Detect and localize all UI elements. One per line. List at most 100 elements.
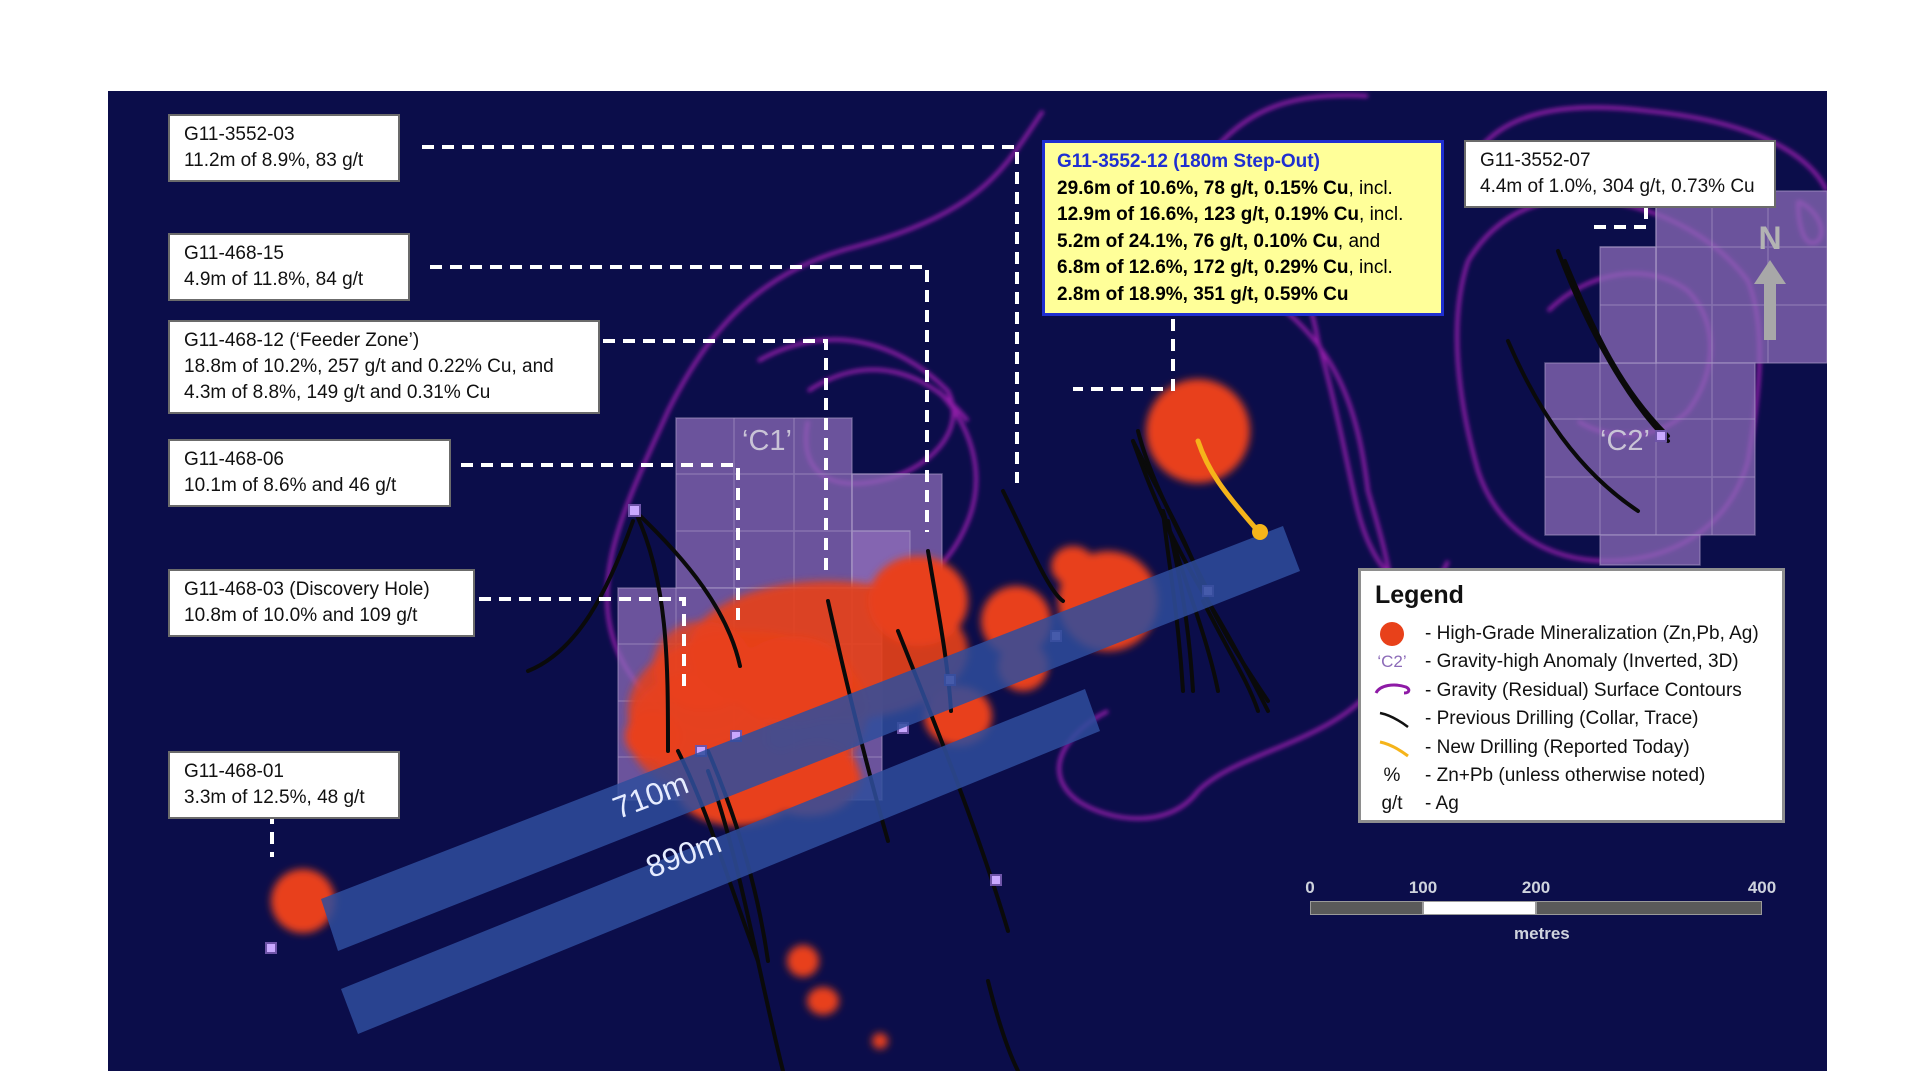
band-890m <box>341 689 1100 1034</box>
highlight-row-rest: , incl. <box>1348 177 1393 199</box>
drill-trace <box>1563 259 1670 438</box>
legend-text: - High-Grade Mineralization (Zn,Pb, Ag) <box>1425 623 1759 644</box>
callout-g11-468-01: G11-468-01 3.3m of 12.5%, 48 g/t <box>168 751 400 819</box>
mineralization-icon <box>1367 620 1417 648</box>
callout-intercept: 4.9m of 11.8%, 84 g/t <box>184 269 364 290</box>
highlight-row-bold: 29.6m of 10.6%, 78 g/t, 0.15% Cu <box>1057 177 1349 199</box>
callout-intercept: 18.8m of 10.2%, 257 g/t and 0.22% Cu, an… <box>184 356 554 377</box>
scale-tick: 200 <box>1521 878 1551 897</box>
leader-g11-468-12 <box>583 339 828 575</box>
leader-lines <box>270 145 1648 857</box>
highlight-row-bold: 5.2m of 24.1%, 76 g/t, 0.10% Cu <box>1057 230 1338 252</box>
highlight-row-bold: 12.9m of 16.6%, 123 g/t, 0.19% Cu <box>1057 204 1360 225</box>
callout-g11-468-12: G11-468-12 (‘Feeder Zone’) 18.8m of 10.2… <box>168 320 600 414</box>
new-drilling-icon <box>1367 734 1417 762</box>
highlight-row-rest: , and <box>1337 230 1381 252</box>
legend-item-anomaly: ‘C2’ - Gravity-high Anomaly (Inverted, 3… <box>1361 648 1782 676</box>
callout-g11-468-03: G11-468-03 (Discovery Hole) 10.8m of 10.… <box>168 569 475 637</box>
anomaly-symbol: ‘C2’ <box>1377 652 1407 671</box>
legend-text: - Previous Drilling (Collar, Trace) <box>1425 708 1699 729</box>
leader-g11-468-03 <box>479 597 686 686</box>
highlight-row-bold: 6.8m of 12.6%, 172 g/t, 0.29% Cu <box>1057 257 1349 278</box>
legend-item-percent: % - Zn+Pb (unless otherwise noted) <box>1361 762 1782 790</box>
drill-trace <box>986 979 1020 1071</box>
callout-g11-468-06: G11-468-06 10.1m of 8.6% and 46 g/t <box>168 439 451 507</box>
scale-segment <box>1423 901 1536 915</box>
drill-trace <box>633 509 742 668</box>
drill-trace <box>1556 249 1670 443</box>
callout-intercept: 4.4m of 1.0%, 304 g/t, 0.73% Cu <box>1480 176 1755 197</box>
new-drilling <box>1195 438 1261 534</box>
drill-trace <box>526 519 635 673</box>
north-arrow: N <box>1750 220 1790 340</box>
callout-hole-id: G11-468-12 (‘Feeder Zone’) <box>184 330 420 351</box>
highlight-row-rest: , incl. <box>1348 257 1393 278</box>
callout-hole-id: G11-3552-07 <box>1480 150 1591 171</box>
drill-trace <box>633 509 670 753</box>
new-drill-trace <box>1195 438 1261 534</box>
scale-unit: metres <box>1514 924 1570 943</box>
callout-intercept: 10.8m of 10.0% and 109 g/t <box>184 605 418 626</box>
map-canvas <box>108 91 1827 1071</box>
callout-g11-3552-03: G11-3552-03 11.2m of 8.9%, 83 g/t <box>168 114 400 182</box>
drill-trace <box>706 769 785 1071</box>
contour-icon <box>1367 677 1417 705</box>
callout-g11-3552-12-highlight: G11-3552-12 (180m Step-Out) 29.6m of 10.… <box>1042 140 1444 316</box>
highlight-row: 6.8m of 12.6%, 172 g/t, 0.29% Cu, incl. <box>1057 255 1429 282</box>
anomaly-label-c2: ‘C2’ <box>1600 425 1650 457</box>
scale-tick: 0 <box>1305 878 1315 897</box>
callout-intercept: 3.3m of 12.5%, 48 g/t <box>184 787 365 808</box>
north-label: N <box>1758 220 1782 256</box>
highlight-row: 2.8m of 18.9%, 351 g/t, 0.59% Cu <box>1057 282 1429 309</box>
new-drill-end <box>1252 524 1268 540</box>
legend-item-mineralization: - High-Grade Mineralization (Zn,Pb, Ag) <box>1361 620 1782 648</box>
legend-item-contours: - Gravity (Residual) Surface Contours <box>1361 677 1782 705</box>
leader-g11-3552-12 <box>1073 319 1175 391</box>
legend-text: - Gravity-high Anomaly (Inverted, 3D) <box>1425 651 1739 672</box>
highlight-row: 29.6m of 10.6%, 78 g/t, 0.15% Cu, incl. <box>1057 176 1429 203</box>
callout-intercept: 4.3m of 8.8%, 149 g/t and 0.31% Cu <box>184 382 491 403</box>
highlight-row: 12.9m of 16.6%, 123 g/t, 0.19% Cu, incl. <box>1057 202 1429 229</box>
callout-hole-id: G11-3552-03 <box>184 124 295 145</box>
drill-trace <box>1201 599 1260 713</box>
scale-bar: 0 100 200 400 metres <box>1305 878 1780 958</box>
legend-item-new-drilling: - New Drilling (Reported Today) <box>1361 734 1782 762</box>
callout-intercept: 11.2m of 8.9%, 83 g/t <box>184 150 364 171</box>
leader-g11-468-15 <box>430 265 929 532</box>
callout-g11-468-15: G11-468-15 4.9m of 11.8%, 84 g/t <box>168 233 410 301</box>
anomaly-label-c1: ‘C1’ <box>742 425 792 457</box>
distance-bands <box>321 526 1300 1034</box>
legend-item-gpt: g/t - Ag <box>1361 790 1782 818</box>
previous-drilling-icon <box>1367 705 1417 733</box>
scale-segment <box>1310 901 1423 915</box>
contour-line <box>1476 105 1827 192</box>
legend-title: Legend <box>1375 581 1464 609</box>
scale-segment <box>1536 901 1762 915</box>
gpt-symbol: g/t <box>1381 793 1403 814</box>
highlight-title: G11-3552-12 (180m Step-Out) <box>1057 151 1320 172</box>
percent-symbol: % <box>1383 765 1401 786</box>
contour-line <box>806 367 970 423</box>
legend-text: - Gravity (Residual) Surface Contours <box>1425 680 1742 701</box>
legend-text: - New Drilling (Reported Today) <box>1425 737 1690 758</box>
scale-tick: 100 <box>1408 878 1438 897</box>
leader-g11-3552-07 <box>1590 187 1648 229</box>
legend-text: - Zn+Pb (unless otherwise noted) <box>1425 765 1706 786</box>
highlight-row: 5.2m of 24.1%, 76 g/t, 0.10% Cu, and <box>1057 229 1429 256</box>
callout-hole-id: G11-468-01 <box>184 761 284 782</box>
leader-g11-468-06 <box>461 463 740 622</box>
highlight-row-bold: 2.8m of 18.9%, 351 g/t, 0.59% Cu <box>1057 283 1349 305</box>
callout-g11-3552-07: G11-3552-07 4.4m of 1.0%, 304 g/t, 0.73%… <box>1464 140 1776 208</box>
callout-hole-id: G11-468-06 <box>184 449 284 470</box>
legend-item-previous-drilling: - Previous Drilling (Collar, Trace) <box>1361 705 1782 733</box>
callout-hole-id: G11-468-15 <box>184 243 284 264</box>
legend-text: - Ag <box>1425 793 1459 814</box>
drill-trace <box>1506 339 1640 513</box>
north-arrow-icon <box>1754 260 1786 340</box>
callout-intercept: 10.1m of 8.6% and 46 g/t <box>184 475 397 496</box>
legend: Legend - High-Grade Mineralization (Zn,P… <box>1358 568 1785 823</box>
highlight-row-rest: , incl. <box>1359 204 1404 225</box>
drill-trace <box>1001 489 1065 603</box>
drill-trace <box>1206 599 1270 713</box>
scale-tick: 400 <box>1747 878 1777 897</box>
